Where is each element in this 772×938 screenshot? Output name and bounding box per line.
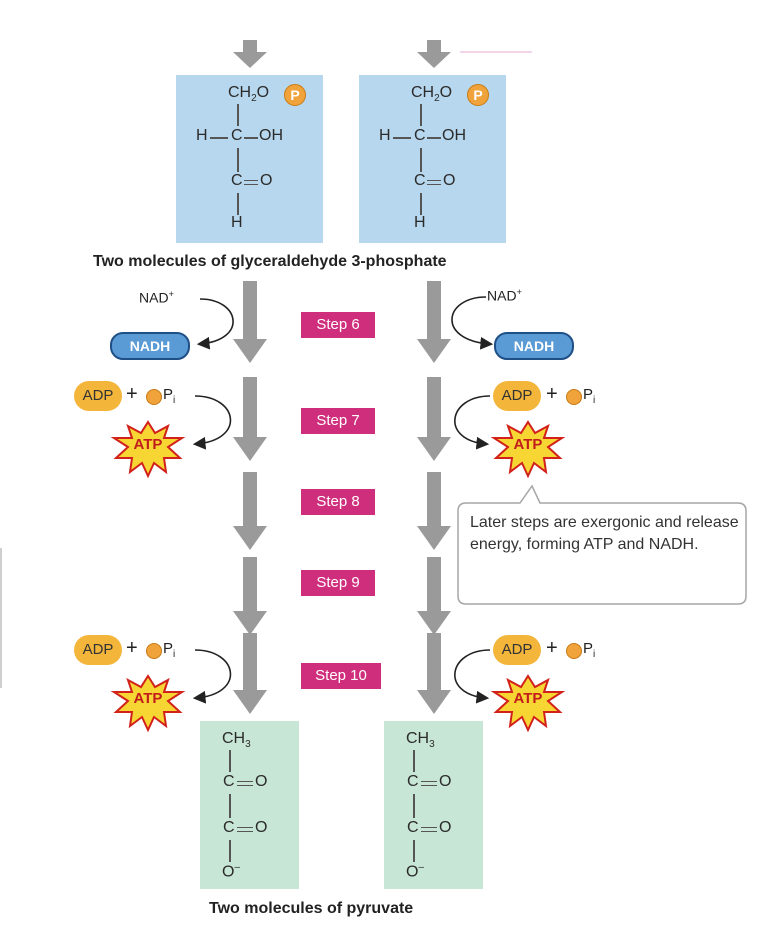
curved-arrow-atp-left-step7	[192, 395, 232, 450]
g3p-left-c1: C	[231, 127, 243, 144]
g3p-left-o: O	[260, 172, 273, 189]
g3p-right-h: H	[379, 127, 391, 144]
pyr-right-o-minus: O–	[406, 862, 425, 881]
pyr-right-o1: O	[439, 773, 452, 790]
pyr-right-c2: C	[407, 819, 419, 836]
pi-label-left-step10: Pi	[163, 640, 176, 660]
callout-text: Later steps are exergonic and release en…	[470, 514, 739, 553]
pi-label-left-step7: Pi	[163, 386, 176, 406]
phosphate-dot-icon	[146, 643, 162, 659]
g3p-right-oh: OH	[442, 127, 466, 144]
phosphate-dot-icon	[566, 643, 582, 659]
arrow-left-step-7	[233, 377, 267, 461]
step-7-label: Step 7	[301, 408, 375, 434]
adp-badge-left-step10: ADP	[74, 635, 122, 665]
pyr-right-o2: O	[439, 819, 452, 836]
g3p-caption: Two molecules of glyceraldehyde 3-phosph…	[93, 253, 447, 270]
arrow-right-step-7	[417, 377, 451, 461]
pyr-left-ch3: CH3	[222, 730, 251, 751]
step-6-label: Step 6	[301, 312, 375, 338]
pyr-left-c2: C	[223, 819, 235, 836]
adp-badge-left-step7: ADP	[74, 381, 122, 411]
arrow-right-step-9	[417, 557, 451, 635]
g3p-right-c1: C	[414, 127, 426, 144]
arrow-right-step-10	[417, 633, 451, 714]
g3p-left-h2: H	[231, 214, 243, 231]
adp-badge-right-step7: ADP	[493, 381, 541, 411]
g3p-right-ch2o: CH2O	[411, 84, 453, 105]
pyruvate-box-left	[200, 721, 299, 889]
phosphate-dot-icon	[146, 389, 162, 405]
arrow-right-step-6	[417, 281, 451, 363]
pyruvate-box-right	[384, 721, 483, 889]
g3p-left-oh: OH	[259, 127, 283, 144]
atp-label-left-step7: ATP	[133, 436, 163, 453]
atp-star-right-step10	[490, 674, 566, 733]
arrow-left-step-9	[233, 557, 267, 635]
callout-bubble	[457, 484, 747, 605]
plus-sign: +	[126, 637, 138, 659]
pi-label-right-step7: Pi	[583, 386, 596, 406]
g3p-right-h2: H	[414, 214, 426, 231]
step-8-label: Step 8	[301, 489, 375, 515]
g3p-left-h: H	[196, 127, 208, 144]
pyr-left-o1: O	[255, 773, 268, 790]
atp-label-right-step7: ATP	[513, 436, 543, 453]
pyr-right-ch3: CH3	[406, 730, 435, 751]
g3p-left-c2: C	[231, 172, 243, 189]
nadh-badge-left: NADH	[110, 332, 190, 360]
phosphate-dot-icon	[566, 389, 582, 405]
atp-label-right-step10: ATP	[513, 690, 543, 707]
g3p-right-o: O	[443, 172, 456, 189]
g3p-right-c2: C	[414, 172, 426, 189]
atp-star-left-step7	[110, 420, 186, 479]
incoming-arrow-left	[233, 40, 267, 68]
incoming-arrow-right	[417, 40, 451, 68]
pyr-left-o-minus: O–	[222, 862, 241, 881]
step-9-label: Step 9	[301, 570, 375, 596]
page-edge-line	[0, 548, 2, 688]
pyr-right-c1: C	[407, 773, 419, 790]
nadh-badge-right: NADH	[494, 332, 574, 360]
nad-plus-left: NAD+	[139, 289, 174, 306]
curved-arrow-atp-right-step10	[454, 649, 491, 704]
g3p-left-ch2o: CH2O	[228, 84, 270, 105]
plus-sign: +	[126, 383, 138, 405]
arrow-left-step-10	[233, 633, 267, 714]
phosphate-icon: P	[467, 84, 489, 106]
arrow-left-step-6	[233, 281, 267, 363]
plus-sign: +	[546, 383, 558, 405]
curved-arrow-atp-left-step10	[192, 649, 232, 704]
atp-star-right-step7	[490, 420, 566, 479]
atp-label-left-step10: ATP	[133, 690, 163, 707]
pyruvate-caption: Two molecules of pyruvate	[209, 900, 414, 917]
curved-arrow-nad-right	[451, 296, 494, 350]
curved-arrow-nad-left	[196, 298, 234, 350]
pyr-left-c1: C	[223, 773, 235, 790]
phosphate-icon: P	[284, 84, 306, 106]
step-10-label: Step 10	[301, 663, 381, 689]
curved-arrow-atp-right-step7	[454, 395, 491, 450]
pyr-left-o2: O	[255, 819, 268, 836]
nad-plus-right: NAD+	[487, 287, 522, 304]
arrow-left-step-8	[233, 472, 267, 550]
atp-star-left-step10	[110, 674, 186, 733]
pi-label-right-step10: Pi	[583, 640, 596, 660]
arrow-right-step-8	[417, 472, 451, 550]
plus-sign: +	[546, 637, 558, 659]
adp-badge-right-step10: ADP	[493, 635, 541, 665]
